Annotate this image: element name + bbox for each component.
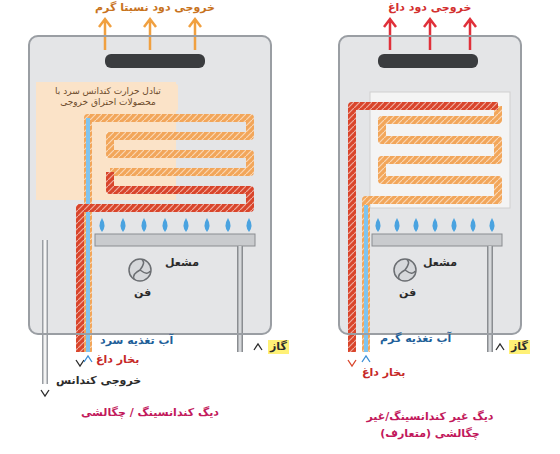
boiler-caption: دیگ کندانسینگ / چگالشی — [28, 405, 272, 422]
condensate-label: خروجی کندانس — [56, 374, 141, 388]
burner-flame — [142, 218, 147, 232]
heat-exchange-band: تبادل حرارت کندانس سرد با محصولات احتراق… — [38, 84, 178, 111]
burner-flame — [205, 218, 210, 232]
burner-flame — [433, 218, 438, 232]
burner-flame — [376, 218, 381, 232]
burner-flame — [121, 218, 126, 232]
gas-label: گاز — [268, 340, 289, 354]
inlet-label: آب تغذیه گرم — [380, 332, 451, 346]
steam-label: بخار داغ — [362, 366, 405, 380]
burner-flame — [163, 218, 168, 232]
burner-flame — [247, 218, 252, 232]
steam-label: بخار داغ — [96, 353, 139, 367]
burner-flame — [100, 218, 105, 232]
burner-flame — [490, 218, 495, 232]
boiler-caption: دیگ غیر کندانسینگ/غیر چگالشی (متعارف) — [355, 409, 505, 442]
burner-flame — [395, 218, 400, 232]
fan-label: فن — [134, 286, 151, 300]
burner-flame — [452, 218, 457, 232]
boiler-housing: دیگ غیر کندانسینگ/غیر چگالشی (متعارف) — [338, 35, 522, 335]
gas-label: گاز — [509, 340, 530, 354]
burner-label: مشعل — [165, 256, 199, 270]
band-text: تبادل حرارت کندانس سرد با محصولات احتراق… — [42, 86, 174, 109]
burner-flame — [184, 218, 189, 232]
exhaust-label: خروجی دود نسبتا گرم — [95, 1, 215, 15]
inlet-label: آب تغذیه سرد — [100, 334, 173, 348]
burner-flame — [226, 218, 231, 232]
burner-flame — [471, 218, 476, 232]
burner-flame — [414, 218, 419, 232]
exhaust-label: خروجی دود داغ — [388, 1, 471, 15]
fan-label: فن — [399, 286, 416, 300]
burner-label: مشعل — [423, 256, 457, 270]
